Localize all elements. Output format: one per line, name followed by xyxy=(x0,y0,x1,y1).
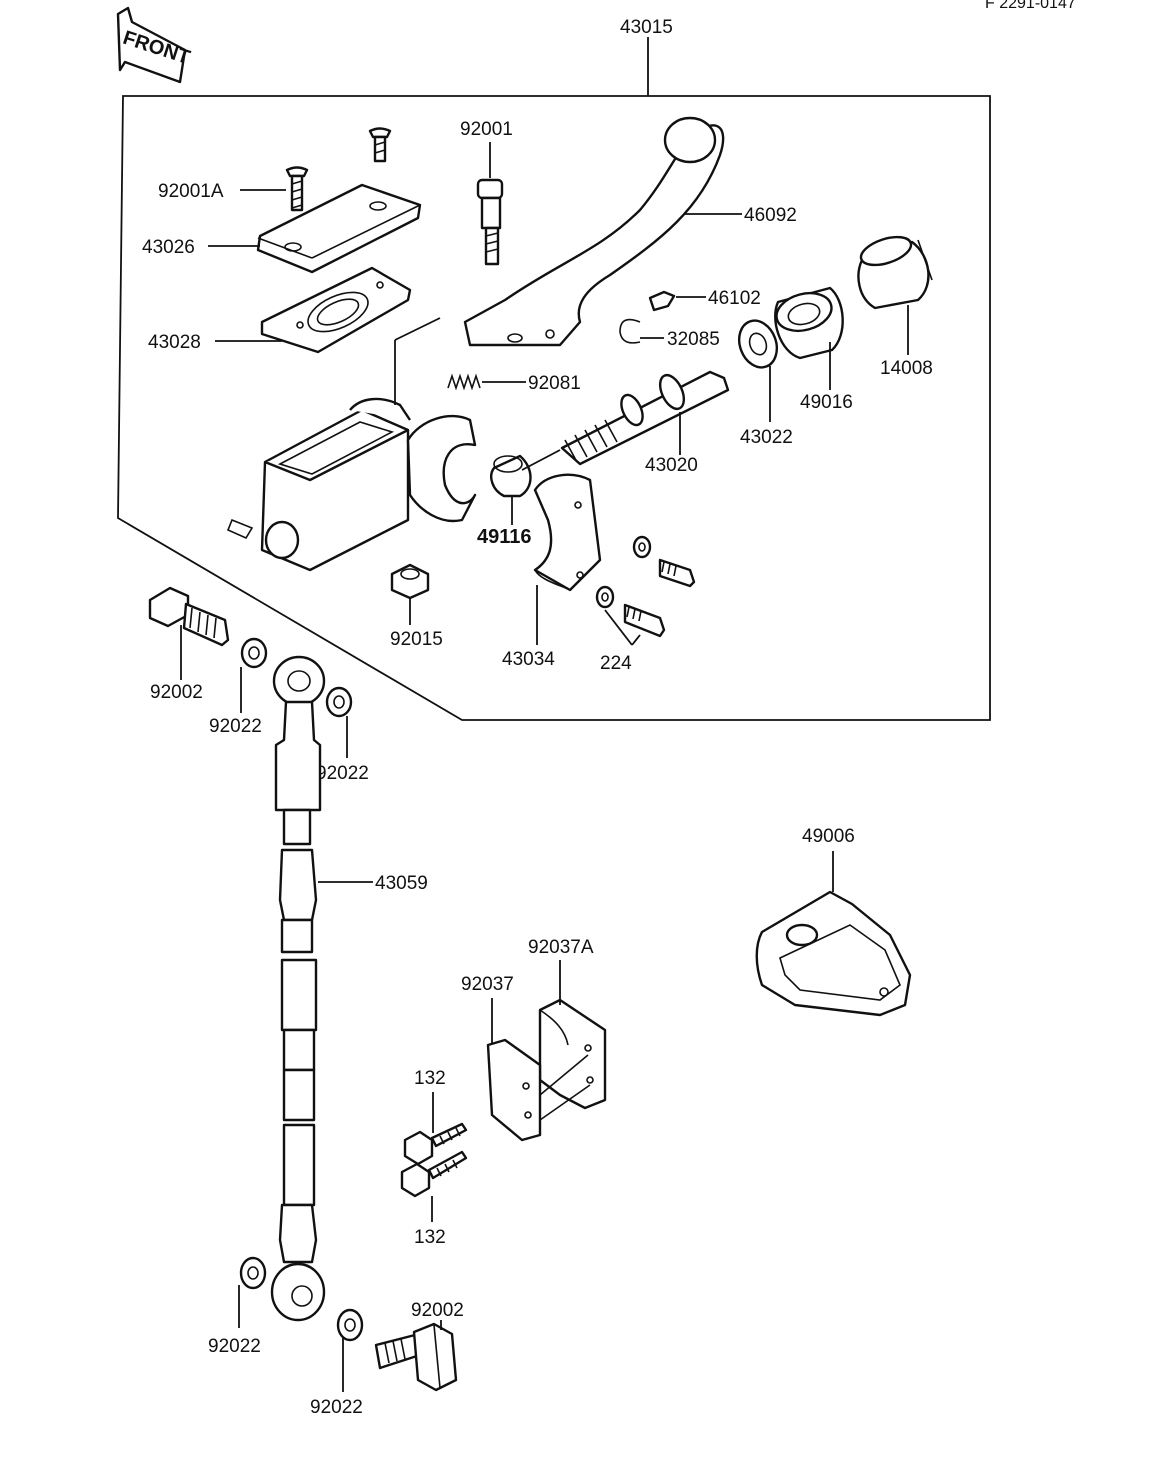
label-14008: 14008 xyxy=(880,358,933,379)
bracket-92037a-part xyxy=(538,998,607,1110)
washer-92022-top-part xyxy=(240,637,353,718)
boot-14008-part xyxy=(857,235,933,310)
brake-lever-46092-part xyxy=(463,116,725,347)
clamp-43034-part xyxy=(533,473,602,592)
master-cylinder-body-part xyxy=(226,397,477,572)
label-43020: 43020 xyxy=(645,455,698,476)
bolt-132-part xyxy=(400,1122,468,1198)
banjo-bolt-92002-top-part xyxy=(148,586,230,647)
label-92015: 92015 xyxy=(390,629,443,650)
brake-hose-43059-part xyxy=(270,655,326,1322)
label-32085: 32085 xyxy=(667,329,720,350)
label-49016: 49016 xyxy=(800,392,853,413)
label-43028: 43028 xyxy=(148,332,201,353)
corner-code: F 2291-0147 xyxy=(985,0,1076,12)
nut-92015-part xyxy=(390,563,430,600)
screw-224-part xyxy=(595,535,696,638)
label-43026: 43026 xyxy=(142,237,195,258)
label-92037a: 92037A xyxy=(528,937,594,958)
spring-92081-part xyxy=(447,373,481,391)
label-43022: 43022 xyxy=(740,427,793,448)
label-92037: 92037 xyxy=(461,974,514,995)
label-49006: 49006 xyxy=(802,826,855,847)
label-49116: 49116 xyxy=(477,526,532,548)
pivot-bolt-92001-part xyxy=(476,178,504,266)
clip-32085-part xyxy=(619,318,641,344)
label-92002-top: 92002 xyxy=(150,682,203,703)
diaphragm-43028-part xyxy=(260,266,412,354)
label-46102: 46102 xyxy=(708,288,761,309)
cover-49006-part xyxy=(755,890,912,1017)
label-92081: 92081 xyxy=(528,373,581,394)
label-92001a: 92001A xyxy=(158,181,224,202)
assembly-outline: 43015 xyxy=(117,17,991,721)
label-43015: 43015 xyxy=(620,17,673,38)
banjo-bolt-92002-bottom-part xyxy=(374,1322,458,1392)
label-92022-d: 92022 xyxy=(310,1397,363,1418)
label-132-a: 132 xyxy=(414,1068,446,1089)
piston-43020-part xyxy=(560,370,730,466)
label-46092: 46092 xyxy=(744,205,797,226)
label-92022-a: 92022 xyxy=(209,716,262,737)
label-43034: 43034 xyxy=(502,649,555,670)
label-92001: 92001 xyxy=(460,119,513,140)
pin-46102-part xyxy=(648,290,676,312)
label-92022-b: 92022 xyxy=(316,763,369,784)
cup-49016-part xyxy=(774,286,844,360)
label-92002-bottom: 92002 xyxy=(411,1300,464,1321)
label-92022-c: 92022 xyxy=(208,1336,261,1357)
screw-92001a-part xyxy=(285,127,392,212)
front-arrow-icon: FRONT xyxy=(116,6,193,84)
washer-43022-part xyxy=(737,319,779,369)
bracket-92037-part xyxy=(486,1038,542,1142)
label-43059: 43059 xyxy=(375,873,428,894)
label-132-b: 132 xyxy=(414,1227,446,1248)
label-224: 224 xyxy=(600,653,632,674)
seal-49116-part xyxy=(490,454,532,498)
washer-92022-bottom-part xyxy=(239,1256,364,1342)
reservoir-cap-43026-part xyxy=(256,183,422,274)
